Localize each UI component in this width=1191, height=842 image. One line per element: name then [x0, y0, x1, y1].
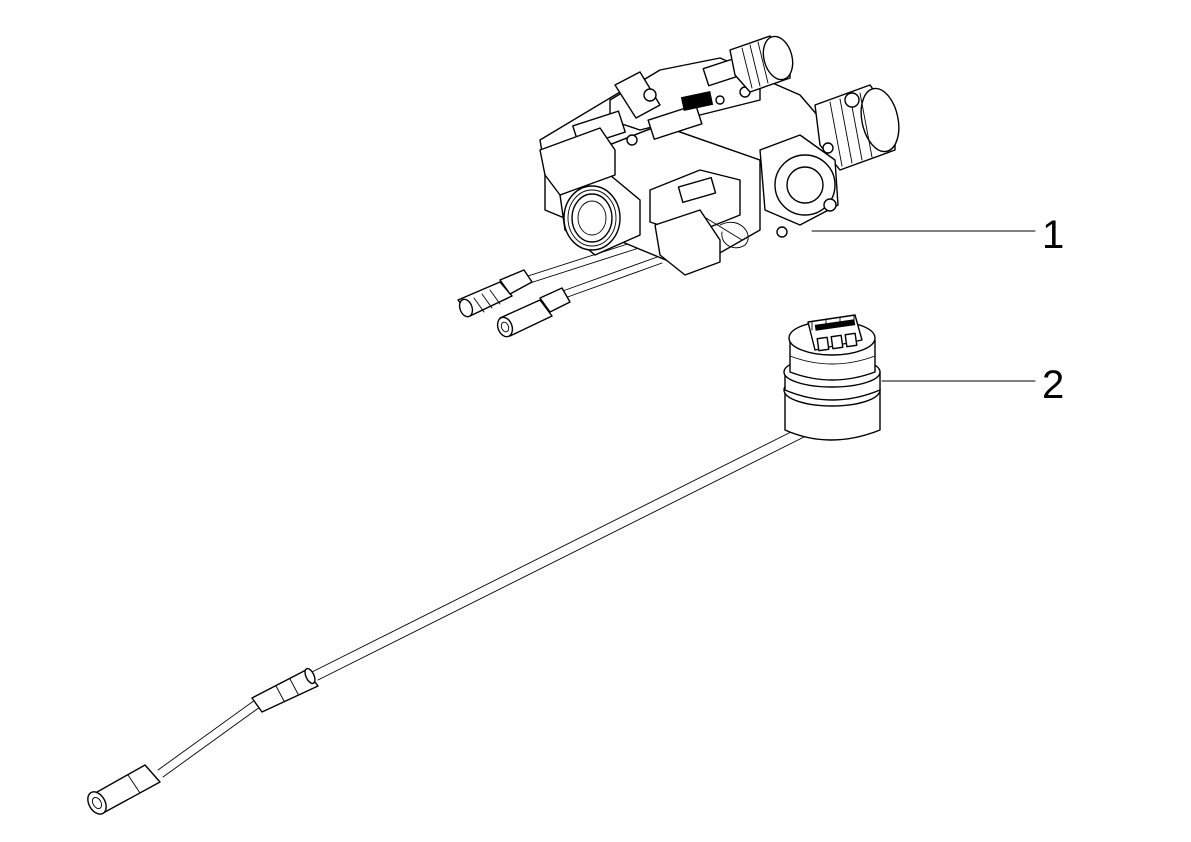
sensor-cable-splice: [251, 667, 319, 713]
callout-1-label: 1: [1042, 213, 1064, 257]
valve-connector-b: [496, 287, 571, 338]
valve-outlet-right: [814, 84, 900, 171]
sensor-end-connector: [87, 764, 161, 815]
part-1-valve-assembly: [457, 35, 900, 338]
sensor-cable-lower: [157, 699, 261, 778]
sensor-cable-upper: [311, 424, 813, 681]
valve-cable-lower: [559, 255, 663, 300]
callout-2-label: 2: [1042, 363, 1064, 407]
valve-regulator: [759, 134, 839, 238]
sensor-housing: [783, 314, 881, 441]
valve-connector-a: [457, 269, 533, 318]
part-2-sensor: [87, 314, 881, 815]
valve-inlet-top: [729, 35, 794, 93]
valve-port-front: [559, 174, 641, 256]
